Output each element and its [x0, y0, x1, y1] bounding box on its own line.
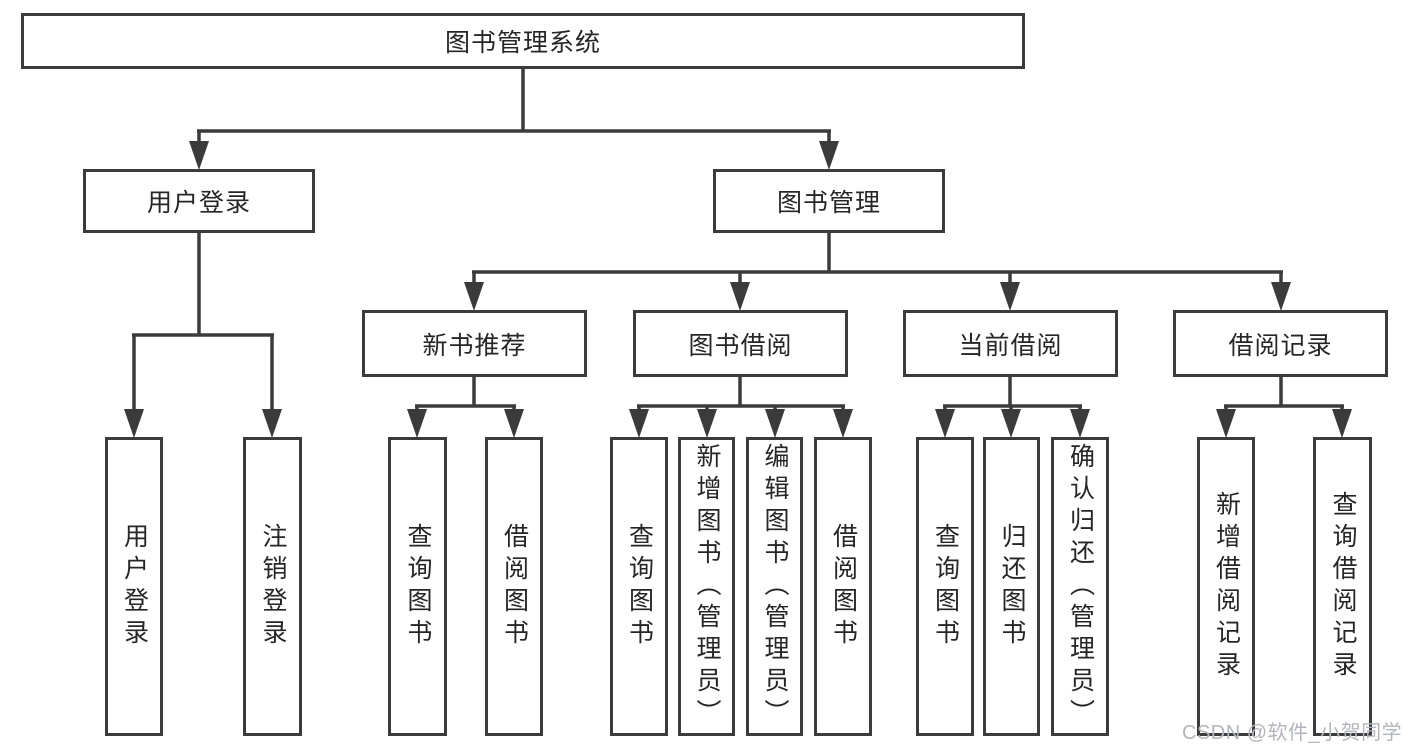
- connector-new-book-rec: [407, 377, 524, 438]
- arrowhead: [1271, 282, 1291, 311]
- node-leaf-rec-query: 查询图书: [388, 437, 447, 736]
- node-current-borrow: 当前借阅: [903, 310, 1118, 377]
- node-leaf-bb-borrow: 借阅图书: [814, 437, 872, 736]
- node-leaf-cur-query-label: 查询图书: [931, 522, 960, 651]
- arrowhead: [1216, 409, 1236, 438]
- arrowhead: [1000, 282, 1020, 311]
- connector-root: [189, 69, 839, 170]
- node-new-book-rec: 新书推荐: [362, 310, 587, 377]
- node-leaf-bb-query: 查询图书: [610, 437, 668, 736]
- node-borrow-records-label: 借阅记录: [1228, 331, 1333, 360]
- node-book-borrow-label: 图书借阅: [688, 331, 793, 360]
- connector-borrow-records: [1216, 377, 1352, 438]
- node-user-login-label: 用户登录: [146, 189, 251, 217]
- node-leaf-cur-query: 查询图书: [916, 437, 974, 736]
- node-leaf-logout-label: 注销登录: [259, 522, 287, 651]
- connector-book-mgmt: [464, 233, 1291, 311]
- arrowhead: [407, 409, 427, 438]
- node-leaf-bb-edit-label: 编辑图书（管理员）: [761, 442, 789, 731]
- node-leaf-record-add: 新增借阅记录: [1197, 437, 1255, 736]
- node-leaf-cur-return: 归还图书: [983, 437, 1040, 736]
- arrowhead: [1001, 409, 1021, 438]
- node-leaf-cur-confirm: 确认归还（管理员）: [1051, 437, 1109, 736]
- arrowhead: [1332, 409, 1352, 438]
- node-book-borrow: 图书借阅: [633, 310, 848, 377]
- node-leaf-bb-edit: 编辑图书（管理员）: [746, 437, 803, 736]
- arrowhead: [189, 141, 209, 170]
- node-leaf-cur-return-label: 归还图书: [998, 522, 1026, 651]
- node-leaf-login: 用户登录: [105, 437, 163, 736]
- node-book-mgmt-label: 图书管理: [776, 189, 881, 217]
- watermark-text: CSDN @软件_小贺同学: [1182, 722, 1403, 744]
- node-leaf-rec-query-label: 查询图书: [404, 522, 432, 651]
- node-leaf-record-query-label: 查询借阅记录: [1329, 490, 1357, 683]
- node-current-borrow-label: 当前借阅: [958, 331, 1063, 360]
- arrowhead: [935, 409, 955, 438]
- arrowhead: [765, 409, 785, 438]
- connector-book-borrow: [629, 377, 853, 438]
- arrowhead: [464, 282, 484, 311]
- arrowhead: [629, 409, 649, 438]
- node-new-book-rec-label: 新书推荐: [422, 331, 527, 360]
- node-leaf-record-add-label: 新增借阅记录: [1212, 490, 1241, 683]
- node-leaf-record-query: 查询借阅记录: [1313, 437, 1372, 736]
- node-leaf-bb-add: 新增图书（管理员）: [678, 437, 735, 736]
- arrowhead: [504, 409, 524, 438]
- node-leaf-bb-query-label: 查询图书: [625, 522, 654, 651]
- arrowhead: [1070, 409, 1090, 438]
- node-user-login: 用户登录: [83, 169, 315, 233]
- node-root: 图书管理系统: [21, 13, 1025, 69]
- node-root-label: 图书管理系统: [444, 29, 601, 57]
- arrowhead: [124, 409, 144, 438]
- connector-current-borrow: [935, 377, 1090, 438]
- node-leaf-bb-borrow-label: 借阅图书: [829, 522, 858, 651]
- node-leaf-logout: 注销登录: [243, 437, 302, 736]
- arrowhead: [730, 282, 750, 311]
- node-borrow-records: 借阅记录: [1173, 310, 1388, 377]
- arrowhead: [697, 409, 717, 438]
- connector-user-login: [124, 233, 282, 438]
- arrowhead: [833, 409, 853, 438]
- arrowhead: [819, 141, 839, 170]
- arrowhead: [262, 409, 282, 438]
- node-leaf-cur-confirm-label: 确认归还（管理员）: [1066, 442, 1095, 731]
- node-leaf-rec-borrow-label: 借阅图书: [500, 522, 529, 651]
- node-leaf-bb-add-label: 新增图书（管理员）: [693, 442, 721, 731]
- node-book-mgmt: 图书管理: [713, 169, 945, 233]
- node-leaf-rec-borrow: 借阅图书: [485, 437, 543, 736]
- node-leaf-login-label: 用户登录: [120, 522, 149, 651]
